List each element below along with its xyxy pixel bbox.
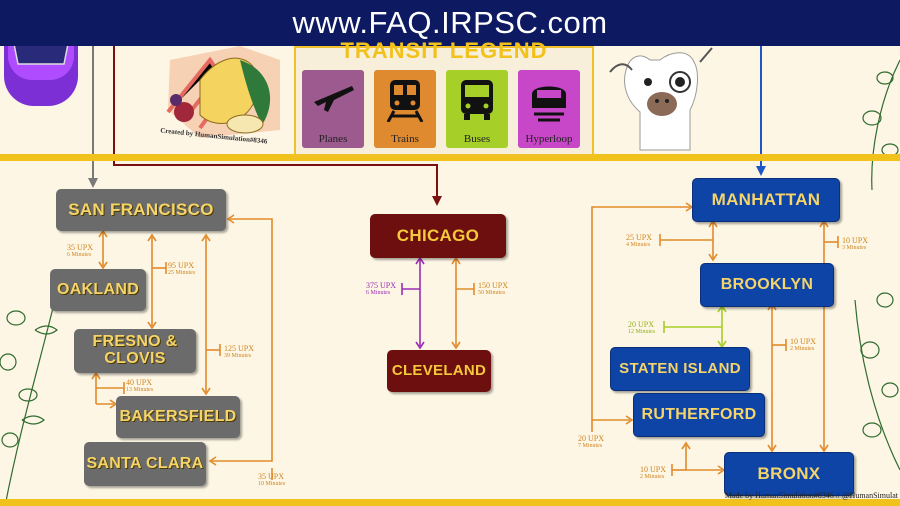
leaf-decoration-right-top	[862, 59, 900, 191]
route-upx: 95 UPX	[168, 261, 195, 270]
route-upx: 10 UPX	[842, 236, 869, 245]
legend-tile-trains: Trains	[374, 70, 436, 148]
legend-label-trains: Trains	[391, 133, 419, 145]
route-upx: 20 UPX	[578, 434, 605, 443]
route-minutes: 2 Minutes	[640, 474, 665, 481]
node-bronx[interactable]: BRONX	[724, 452, 854, 496]
node-chicago[interactable]: CHICAGO	[370, 214, 506, 258]
route-upx: 35 UPX	[258, 472, 285, 481]
route-minutes: 6 Minutes	[67, 252, 92, 259]
route-upx: 40 UPX	[126, 378, 153, 387]
route-label-fresno-bakersfield: 40 UPX 13 Minutes	[126, 378, 153, 394]
node-oakland[interactable]: OAKLAND	[50, 269, 146, 311]
route-minutes: 13 Minutes	[126, 387, 154, 394]
route-label-sf-bakersfield: 125 UPX 39 Minutes	[224, 344, 254, 360]
route-label-sf-fresno: 95 UPX 25 Minutes	[168, 261, 195, 277]
node-staten-island[interactable]: STATEN ISLAND	[610, 347, 750, 391]
plane-icon	[314, 86, 354, 112]
legend-label-planes: Planes	[318, 133, 348, 145]
hyperloop-icon	[532, 86, 566, 122]
route-minutes: 3 Minutes	[842, 245, 867, 252]
bottom-divider-line	[0, 499, 900, 506]
route-upx: 25 UPX	[626, 233, 653, 242]
route-label-chicago-cleveland-train: 150 UPX 50 Minutes	[478, 281, 508, 297]
route-label-brooklyn-staten-island: 20 UPX 12 Minutes	[628, 320, 655, 336]
node-bakersfield[interactable]: BAKERSFIELD	[116, 396, 240, 438]
node-cleveland[interactable]: CLEVELAND	[387, 350, 491, 392]
node-manhattan[interactable]: MANHATTAN	[692, 178, 840, 222]
site-banner[interactable]: www.FAQ.IRPSC.com	[0, 0, 900, 46]
route-upx: 20 UPX	[628, 320, 655, 329]
node-san-francisco[interactable]: SAN FRANCISCO	[56, 189, 226, 231]
node-santa-clara[interactable]: SANTA CLARA	[84, 442, 206, 486]
transit-legend: TRANSIT LEGEND Planes Trains Buse	[294, 38, 594, 156]
route-minutes: 10 Minutes	[258, 481, 286, 488]
node-brooklyn[interactable]: BROOKLYN	[700, 263, 834, 307]
route-minutes: 12 Minutes	[628, 329, 656, 336]
route-minutes: 7 Minutes	[578, 443, 603, 450]
top-divider-line	[0, 154, 900, 161]
legend-tile-planes: Planes	[302, 70, 364, 148]
food-illustration	[166, 46, 280, 138]
node-fresno-clovis[interactable]: FRESNO & CLOVIS	[74, 329, 196, 373]
leaf-decoration-left	[0, 299, 58, 506]
route-minutes: 25 Minutes	[168, 270, 196, 277]
llama-illustration	[609, 47, 713, 151]
route-minutes: 2 Minutes	[790, 346, 815, 353]
route-upx: 150 UPX	[478, 281, 509, 290]
legend-tile-hyperloop: Hyperloop	[518, 70, 580, 148]
route-label-chicago-cleveland-hyperloop: 375 UPX 6 Minutes	[366, 281, 396, 297]
leaf-decoration-right-bottom	[854, 292, 900, 471]
route-label-rutherford-bronx: 10 UPX 2 Minutes	[640, 465, 666, 481]
route-label-sf-santa-clara: 35 UPX 10 Minutes	[258, 472, 285, 488]
route-label-sf-oakland: 35 UPX 6 Minutes	[67, 243, 93, 259]
route-upx: 375 UPX	[366, 281, 397, 290]
legend-title: TRANSIT LEGEND	[340, 38, 548, 63]
route-upx: 10 UPX	[790, 337, 817, 346]
legend-label-hyperloop: Hyperloop	[525, 133, 573, 145]
legend-label-buses: Buses	[463, 133, 491, 145]
footer-credit: Made by HumanSimulation#8346 // @HumanSi…	[724, 491, 898, 500]
route-minutes: 39 Minutes	[224, 353, 252, 360]
route-minutes: 50 Minutes	[478, 290, 506, 297]
route-minutes: 4 Minutes	[626, 242, 651, 249]
node-rutherford[interactable]: RUTHERFORD	[633, 393, 765, 437]
route-upx: 10 UPX	[640, 465, 667, 474]
train-icon	[386, 80, 424, 122]
route-upx: 35 UPX	[67, 243, 94, 252]
route-upx: 125 UPX	[224, 344, 255, 353]
route-label-manhattan-brooklyn: 25 UPX 4 Minutes	[626, 233, 652, 249]
route-minutes: 6 Minutes	[366, 290, 391, 297]
route-label-manhattan-bronx: 10 UPX 3 Minutes	[842, 236, 868, 252]
legend-tile-buses: Buses	[446, 70, 508, 148]
route-label-brooklyn-bronx: 10 UPX 2 Minutes	[790, 337, 816, 353]
route-label-manhattan-rutherford: 20 UPX 7 Minutes	[578, 434, 604, 450]
bus-icon	[461, 80, 493, 120]
